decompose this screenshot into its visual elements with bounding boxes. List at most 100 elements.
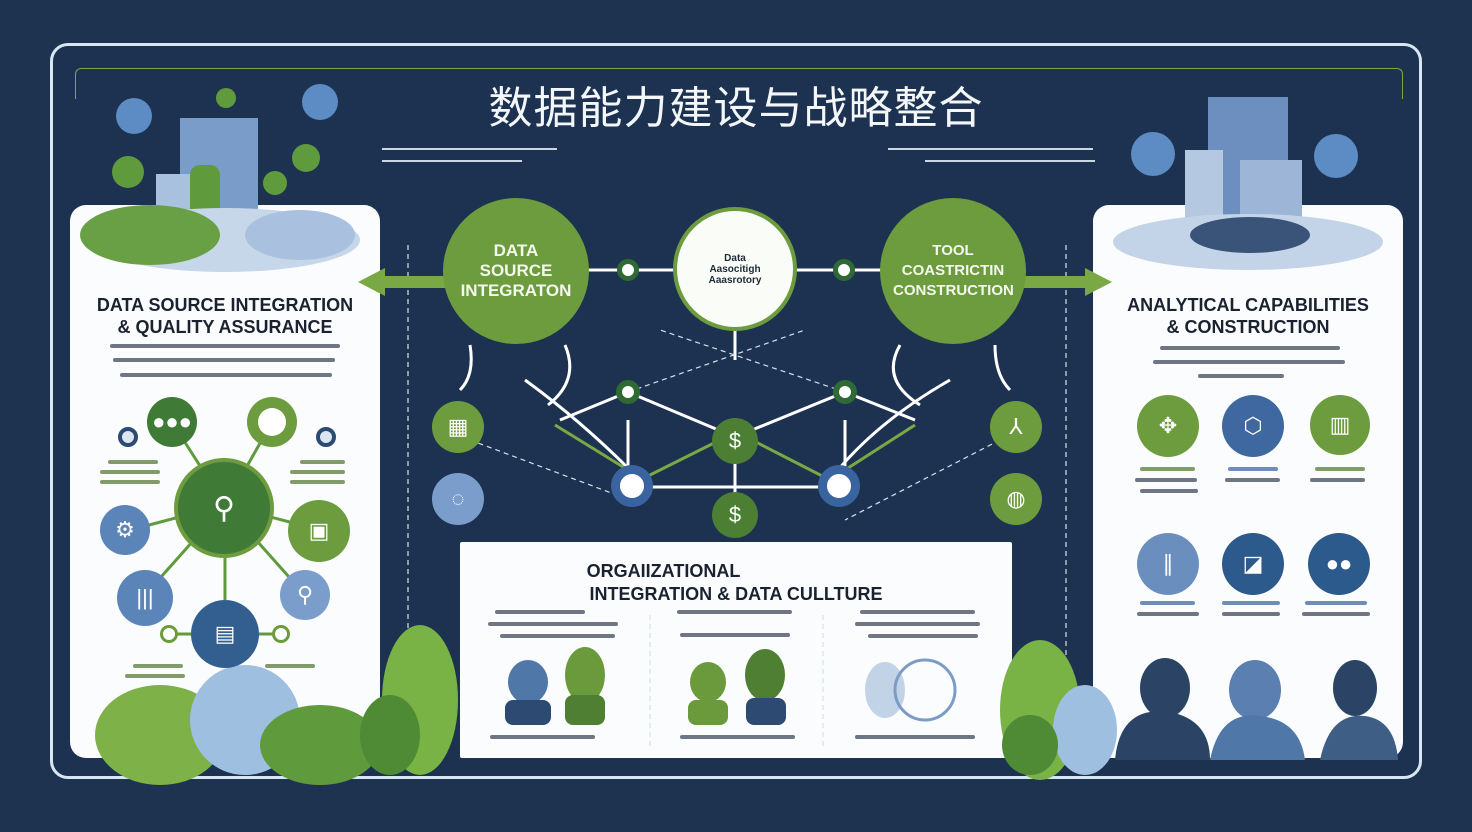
right-caption-line [1222, 601, 1280, 605]
tool-construction-label: TOOL COASTRICTIN CONSTRUCTION [893, 242, 1014, 299]
org-chart-icon[interactable]: ⚲ [174, 458, 274, 558]
team-icon[interactable]: ●● [1308, 533, 1370, 595]
bottom-text-line [860, 610, 975, 614]
people-icon[interactable]: ●●● [147, 397, 197, 447]
left-caption-line [300, 460, 345, 464]
page-title: 数据能力建设与战略整合 [488, 83, 984, 134]
left-caption-line [108, 460, 158, 464]
left-arrow [358, 268, 450, 296]
globe-icon[interactable]: ◍ [990, 473, 1042, 525]
title-rule-right [888, 148, 1093, 150]
left-panel-title: DATA SOURCE INTEGRATION & QUALITY ASSURA… [80, 294, 370, 338]
title-rule-right-2 [925, 160, 1095, 162]
tool-construction-node[interactable]: TOOL COASTRICTIN CONSTRUCTION [880, 198, 1026, 344]
bottom-text-line [680, 633, 790, 637]
data-source-integration-label: DATA SOURCE INTEGRATON [460, 241, 572, 300]
bottom-panel-title-line1: ORGAIIZATIONAL [586, 561, 741, 581]
right-caption-line [1302, 612, 1370, 616]
data-association-node[interactable]: Data Aasocitigh Aaasrotory [673, 207, 797, 331]
bottom-text-line [500, 634, 615, 638]
junction-node [818, 465, 860, 507]
left-text-line [113, 358, 335, 362]
left-caption-line [125, 674, 185, 678]
junction-node [616, 380, 640, 404]
left-caption-line [290, 470, 345, 474]
chart-icon[interactable]: ▥ [1310, 395, 1370, 455]
right-caption-line [1225, 478, 1280, 482]
bottom-text-line [495, 610, 585, 614]
right-text-line [1160, 346, 1340, 350]
bottom-text-line [855, 735, 975, 739]
right-arrow [1020, 268, 1112, 296]
bottom-illustrations [505, 647, 957, 725]
bottom-text-line [680, 735, 795, 739]
right-caption-line [1140, 601, 1195, 605]
junction-node [617, 259, 639, 281]
network-icon[interactable]: ⅄ [990, 401, 1042, 453]
right-caption-line [1222, 612, 1280, 616]
bars-icon[interactable]: ||| [117, 570, 173, 626]
tools-icon[interactable]: ∥ [1137, 533, 1199, 595]
dot-icon [160, 625, 178, 643]
right-caption-line [1140, 467, 1195, 471]
left-caption-line [133, 664, 183, 668]
bottom-panel [460, 542, 1012, 758]
left-caption-line [290, 480, 345, 484]
green-connectors [554, 423, 916, 482]
folder-icon[interactable]: ▣ [288, 500, 350, 562]
bottom-text-line [868, 634, 978, 638]
left-panel-title-line2: & QUALITY ASSURANCE [117, 317, 333, 337]
right-caption-line [1135, 478, 1197, 482]
right-caption-line [1228, 467, 1278, 471]
frame-accent-line [75, 68, 1403, 99]
left-caption-line [100, 470, 160, 474]
right-panel-title: ANALYTICAL CAPABILITIES & CONSTRUCTION [1103, 294, 1393, 338]
dollar-icon[interactable]: $ [712, 418, 758, 464]
ring-icon[interactable] [247, 397, 297, 447]
analytics-icon[interactable]: ◪ [1222, 533, 1284, 595]
city-scene-left [80, 84, 360, 272]
cog-icon[interactable]: ⚙ [100, 505, 150, 555]
database-icon[interactable]: ▦ [432, 401, 484, 453]
bottom-text-line [488, 622, 618, 626]
right-panel-title-line2: & CONSTRUCTION [1166, 317, 1330, 337]
dollar-icon[interactable]: $ [712, 492, 758, 538]
dot-icon [118, 427, 138, 447]
right-caption-line [1305, 601, 1367, 605]
bottom-text-line [490, 735, 595, 739]
data-source-integration-node[interactable]: DATA SOURCE INTEGRATON [443, 198, 589, 344]
right-caption-line [1310, 478, 1365, 482]
right-caption-line [1140, 489, 1198, 493]
right-caption-line [1315, 467, 1365, 471]
title-rule-left-2 [382, 160, 522, 162]
foliage [95, 625, 1117, 785]
left-text-line [110, 344, 340, 348]
people-silhouettes [1115, 658, 1398, 760]
right-panel-title-line1: ANALYTICAL CAPABILITIES [1127, 295, 1369, 315]
cube-icon[interactable]: ⬡ [1222, 395, 1284, 457]
bottom-panel-title: ORGAIIZATIONAL INTEGRATION & DATA CULLTU… [470, 560, 1002, 606]
right-text-line [1153, 360, 1345, 364]
junction-node [833, 380, 857, 404]
chat-icon[interactable]: ◌ [432, 473, 484, 525]
dot-icon [272, 625, 290, 643]
city-scene-right [1113, 97, 1383, 270]
bottom-text-line [855, 622, 980, 626]
dot-icon [316, 427, 336, 447]
search-icon[interactable]: ⚲ [280, 570, 330, 620]
bottom-text-line [677, 610, 792, 614]
right-caption-line [1137, 612, 1199, 616]
junction-node [833, 259, 855, 281]
junction-node [611, 465, 653, 507]
bottom-panel-title-line2: INTEGRATION & DATA CULLTURE [589, 584, 883, 604]
right-text-line [1198, 374, 1284, 378]
data-association-label: Data Aasocitigh Aaasrotory [708, 252, 762, 286]
left-panel-title-line1: DATA SOURCE INTEGRATION [96, 295, 354, 315]
document-icon[interactable]: ▤ [191, 600, 259, 668]
left-text-line [120, 373, 332, 377]
left-caption-line [100, 480, 160, 484]
puzzle-icon[interactable]: ✥ [1137, 395, 1199, 457]
left-caption-line [265, 664, 315, 668]
title-rule-left [382, 148, 557, 150]
